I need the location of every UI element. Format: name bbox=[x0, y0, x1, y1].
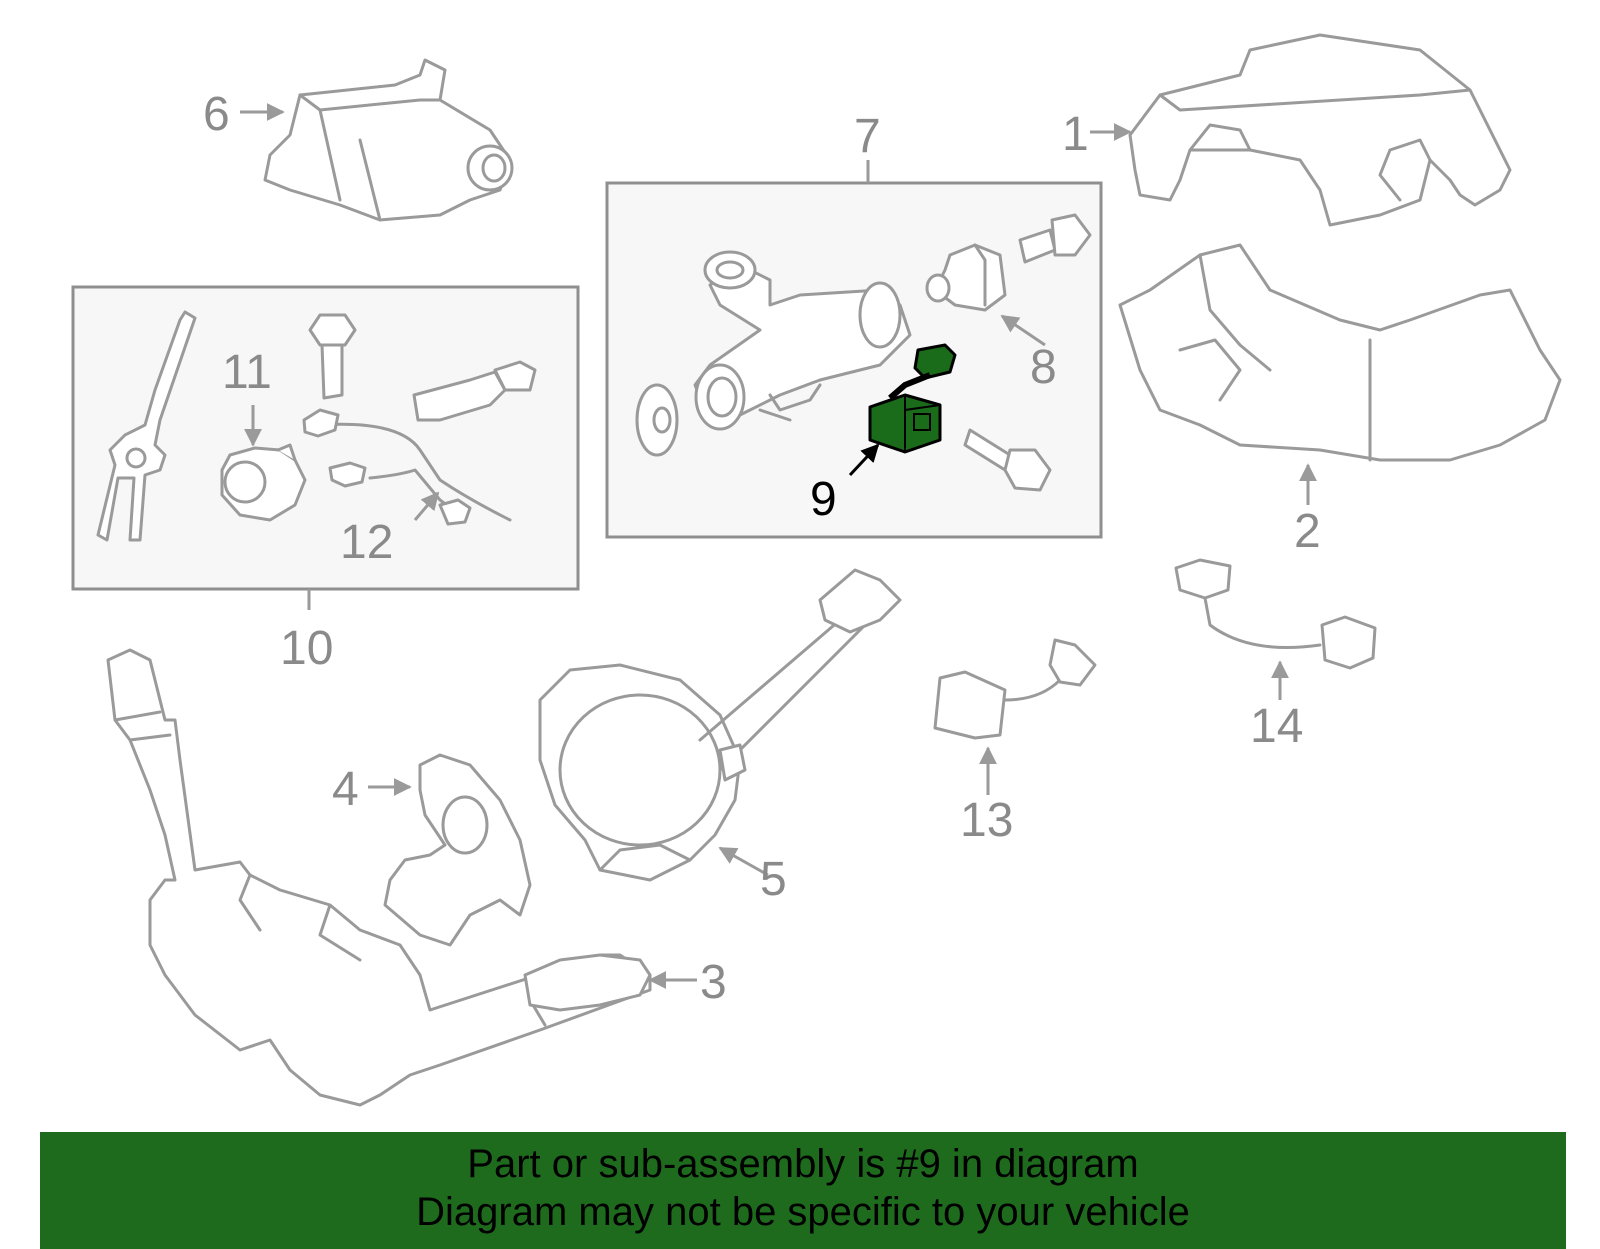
callout-3: 3 bbox=[700, 956, 727, 1009]
part-3-combination-switch[interactable] bbox=[106, 648, 652, 1107]
part-7-lock-cylinder[interactable] bbox=[635, 250, 912, 457]
callout-7: 7 bbox=[854, 110, 881, 163]
banner-line-2: Diagram may not be specific to your vehi… bbox=[416, 1190, 1190, 1234]
callout-6: 6 bbox=[203, 88, 230, 141]
part-6-switch-body[interactable] bbox=[263, 58, 514, 222]
part-10-key[interactable] bbox=[96, 310, 197, 542]
part-9-highlighted-connector[interactable] bbox=[868, 343, 957, 454]
screw-bottom bbox=[963, 428, 1052, 492]
banner-line-1: Part or sub-assembly is #9 in diagram bbox=[467, 1142, 1139, 1186]
part-11-ring[interactable] bbox=[220, 443, 307, 522]
bolt-10 bbox=[308, 313, 357, 400]
info-banner: Part or sub-assembly is #9 in diagram Di… bbox=[40, 1132, 1566, 1249]
callout-2: 2 bbox=[1294, 505, 1321, 558]
part-5-clockspring[interactable] bbox=[538, 568, 902, 882]
callout-9: 9 bbox=[810, 473, 837, 526]
part-8-sensor[interactable] bbox=[925, 243, 1007, 312]
screw-top bbox=[1018, 213, 1092, 264]
callout-10: 10 bbox=[280, 622, 333, 675]
part-4-bracket[interactable] bbox=[383, 753, 532, 947]
callout-11: 11 bbox=[222, 346, 272, 399]
callout-13: 13 bbox=[960, 794, 1013, 847]
callout-5: 5 bbox=[760, 853, 787, 906]
part-2-lower-cover[interactable] bbox=[1118, 243, 1562, 462]
part-14-harness[interactable] bbox=[1174, 558, 1377, 670]
part-12-harness[interactable] bbox=[302, 360, 537, 526]
callout-14: 14 bbox=[1250, 700, 1303, 753]
callout-4: 4 bbox=[332, 763, 359, 816]
callout-8: 8 bbox=[1030, 341, 1057, 394]
callout-12: 12 bbox=[340, 516, 393, 569]
part-13-connector[interactable] bbox=[933, 638, 1097, 740]
part-1-upper-cover[interactable] bbox=[1128, 33, 1512, 227]
callout-1: 1 bbox=[1062, 108, 1089, 161]
